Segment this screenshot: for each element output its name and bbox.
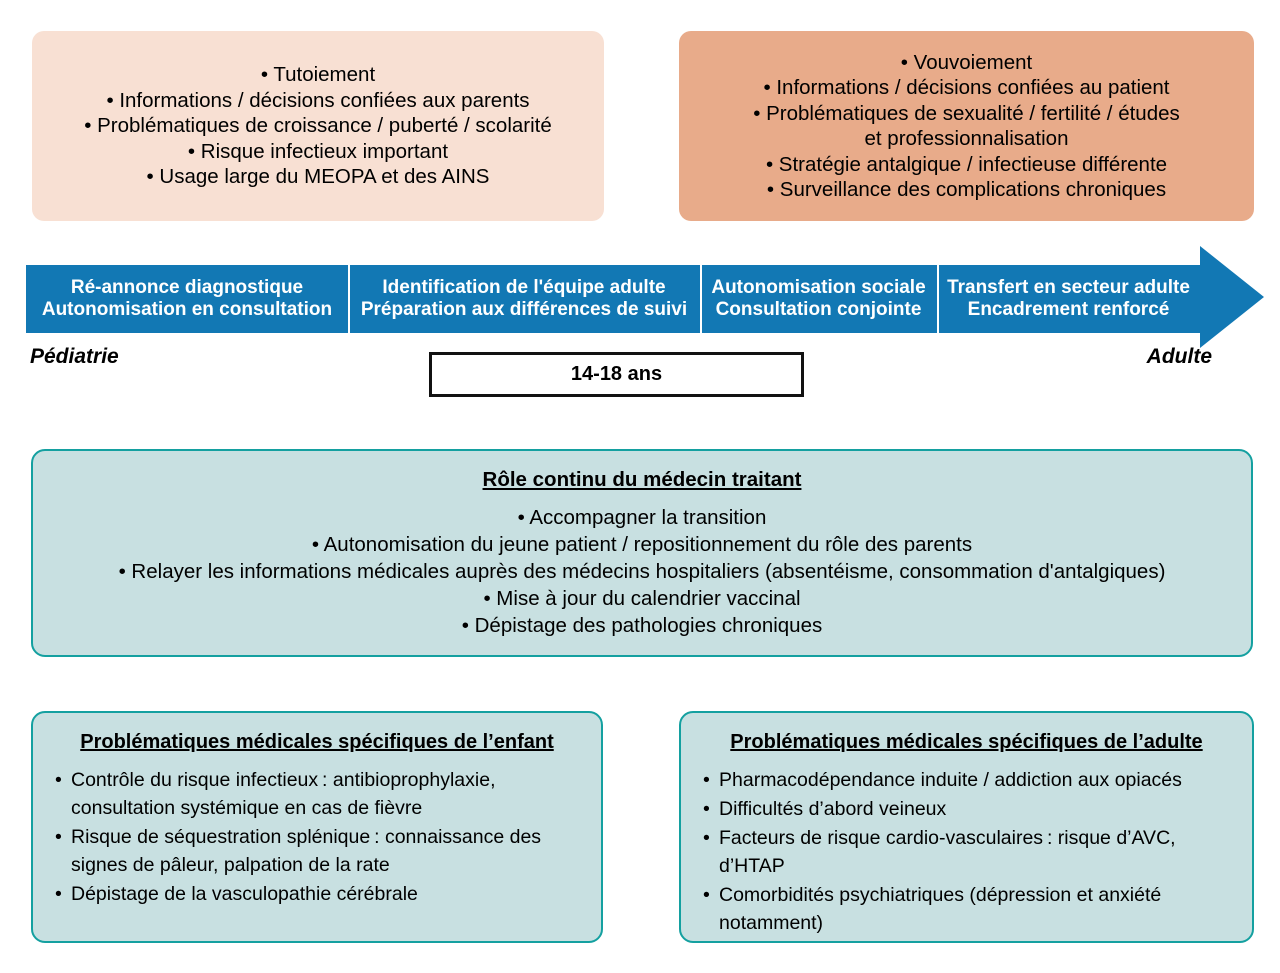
list-item: Difficultés d’abord veineux [701, 795, 1232, 823]
arrow-stage-3-line2: Consultation conjointe [715, 299, 922, 320]
arrow-stage-1-line1: Ré-annonce diagnostique [70, 276, 304, 298]
arrow-stage-4-line1: Transfert en secteur adulte [947, 276, 1190, 298]
adult-line-5: • Stratégie antalgique / infectieuse dif… [765, 152, 1168, 176]
arrow-stage-1-line2: Autonomisation en consultation [41, 299, 333, 320]
list-item: Risque de séquestration splénique : conn… [53, 823, 581, 879]
adult-line-2: • Informations / décisions confiées au p… [763, 76, 1170, 99]
pediatric-line-3: • Problématiques de croissance / puberté… [84, 114, 552, 138]
gp-role-title: Rôle continu du médecin traitant [482, 467, 802, 491]
gp-role-line-3: • Relayer les informations médicales aup… [118, 559, 1166, 583]
timeline-end-label: Adulte [1146, 345, 1212, 368]
age-range-label: 14-18 ans [570, 363, 663, 385]
transition-arrow-segments: Ré-annonce diagnostique Autonomisation e… [26, 246, 1200, 348]
arrow-stage-2-line1: Identification de l'équipe adulte [382, 276, 666, 298]
gp-role-line-4: • Mise à jour du calendrier vaccinal [483, 586, 801, 610]
adult-characteristics-box: • Vouvoiement • Informations / décisions… [679, 31, 1254, 221]
list-item: Contrôle du risque infectieux : antibiop… [53, 766, 581, 822]
gp-role-line-5: • Dépistage des pathologies chroniques [461, 613, 823, 637]
list-item: Comorbidités psychiatriques (dépression … [701, 881, 1232, 937]
pediatric-line-2: • Informations / décisions confiées aux … [106, 88, 530, 112]
pediatric-line-4: • Risque infectieux important [187, 139, 449, 163]
arrow-stage-4-line2: Encadrement renforcé [967, 299, 1170, 320]
child-issues-box: Problématiques médicales spécifiques de … [31, 711, 603, 943]
pediatric-line-1: • Tutoiement [260, 63, 376, 87]
gp-role-line-2: • Autonomisation du jeune patient / repo… [311, 532, 973, 556]
adult-line-1: • Vouvoiement [900, 50, 1033, 74]
arrow-stage-2: Identification de l'équipe adulte Prépar… [348, 246, 700, 348]
adult-issues-title: Problématiques médicales spécifiques de … [730, 731, 1203, 753]
gp-role-box: Rôle continu du médecin traitant • Accom… [31, 449, 1253, 657]
arrow-stage-2-line2: Préparation aux différences de suivi [360, 299, 688, 320]
arrow-stage-4: Transfert en secteur adulte Encadrement … [937, 246, 1200, 348]
list-item: Pharmacodépendance induite / addiction a… [701, 766, 1232, 794]
list-item: Dépistage de la vasculopathie cérébrale [53, 880, 581, 908]
list-item: Facteurs de risque cardio-vasculaires : … [701, 824, 1232, 880]
arrow-stage-3-line1: Autonomisation sociale [711, 276, 926, 298]
child-issues-title: Problématiques médicales spécifiques de … [80, 731, 554, 753]
child-issues-list: Contrôle du risque infectieux : antibiop… [53, 766, 581, 908]
arrow-stage-3: Autonomisation sociale Consultation conj… [700, 246, 937, 348]
pediatric-characteristics-box: • Tutoiement • Informations / décisions … [32, 31, 604, 221]
age-range-box: 14-18 ans [429, 352, 804, 397]
adult-line-4: et professionnalisation [864, 127, 1069, 150]
pediatric-line-5: • Usage large du MEOPA et des AINS [146, 165, 490, 189]
arrow-stage-1: Ré-annonce diagnostique Autonomisation e… [26, 265, 348, 333]
adult-line-6: • Surveillance des complications chroniq… [766, 178, 1167, 201]
transition-arrow-shape [26, 246, 1264, 348]
adult-line-3: • Problématiques de sexualité / fertilit… [753, 101, 1180, 125]
timeline-start-label: Pédiatrie [30, 345, 119, 368]
transition-arrow: Ré-annonce diagnostique Autonomisation e… [26, 246, 1264, 348]
adult-issues-list: Pharmacodépendance induite / addiction a… [701, 766, 1232, 937]
gp-role-line-1: • Accompagner la transition [517, 505, 767, 529]
adult-issues-box: Problématiques médicales spécifiques de … [679, 711, 1254, 943]
